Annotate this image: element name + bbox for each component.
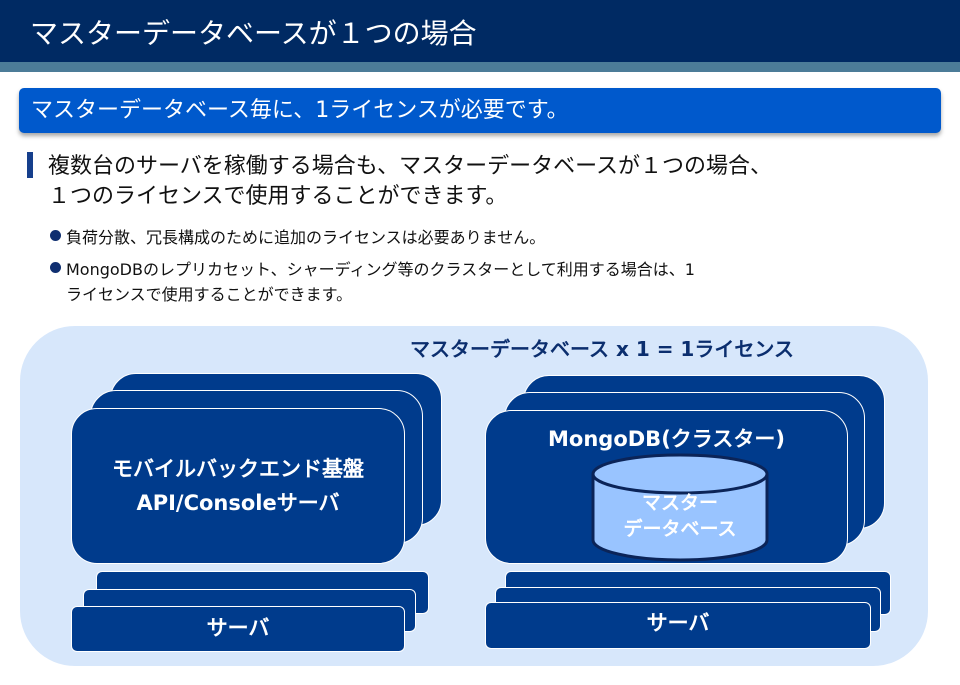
mongodb-title: MongoDB(クラスター) (548, 427, 785, 451)
title-bar (0, 0, 960, 62)
key-message-banner: マスターデータベース毎に、1ライセンスが必要です。 (19, 88, 941, 133)
left-server: サーバ (71, 606, 405, 652)
slide-title: マスターデータベースが１つの場合 (30, 17, 477, 50)
sub-point-2-line1: MongoDBのレプリカセット、シャーディング等のクラスターとして利用する場合は… (66, 260, 695, 279)
right-server: サーバ (485, 602, 871, 649)
database-cylinder-icon (591, 453, 769, 562)
app-server-line1: モバイルバックエンド基盤 (112, 457, 364, 481)
app-server-card: モバイルバックエンド基盤 API/Consoleサーバ (71, 408, 405, 564)
sub-point-1: 負荷分散、冗長構成のために追加のライセンスは必要ありません。 (66, 228, 546, 247)
db-label-line2: データベース (623, 518, 737, 540)
db-label-line1: マスター (641, 492, 718, 514)
app-server-line2: API/Consoleサーバ (136, 491, 340, 515)
bullet-bar-icon (27, 152, 33, 178)
bullet-dot-icon (50, 262, 61, 273)
title-stripe (0, 62, 960, 72)
bullet-dot-icon (50, 230, 61, 241)
license-label: マスターデータベース x 1 = 1ライセンス (410, 337, 794, 361)
main-point-line1: 複数台のサーバを稼働する場合も、マスターデータベースが１つの場合、 (48, 154, 773, 179)
sub-point-2-line2: ライセンスで使用することができます。 (66, 285, 353, 304)
main-point-line2: １つのライセンスで使用することができます。 (48, 184, 508, 209)
